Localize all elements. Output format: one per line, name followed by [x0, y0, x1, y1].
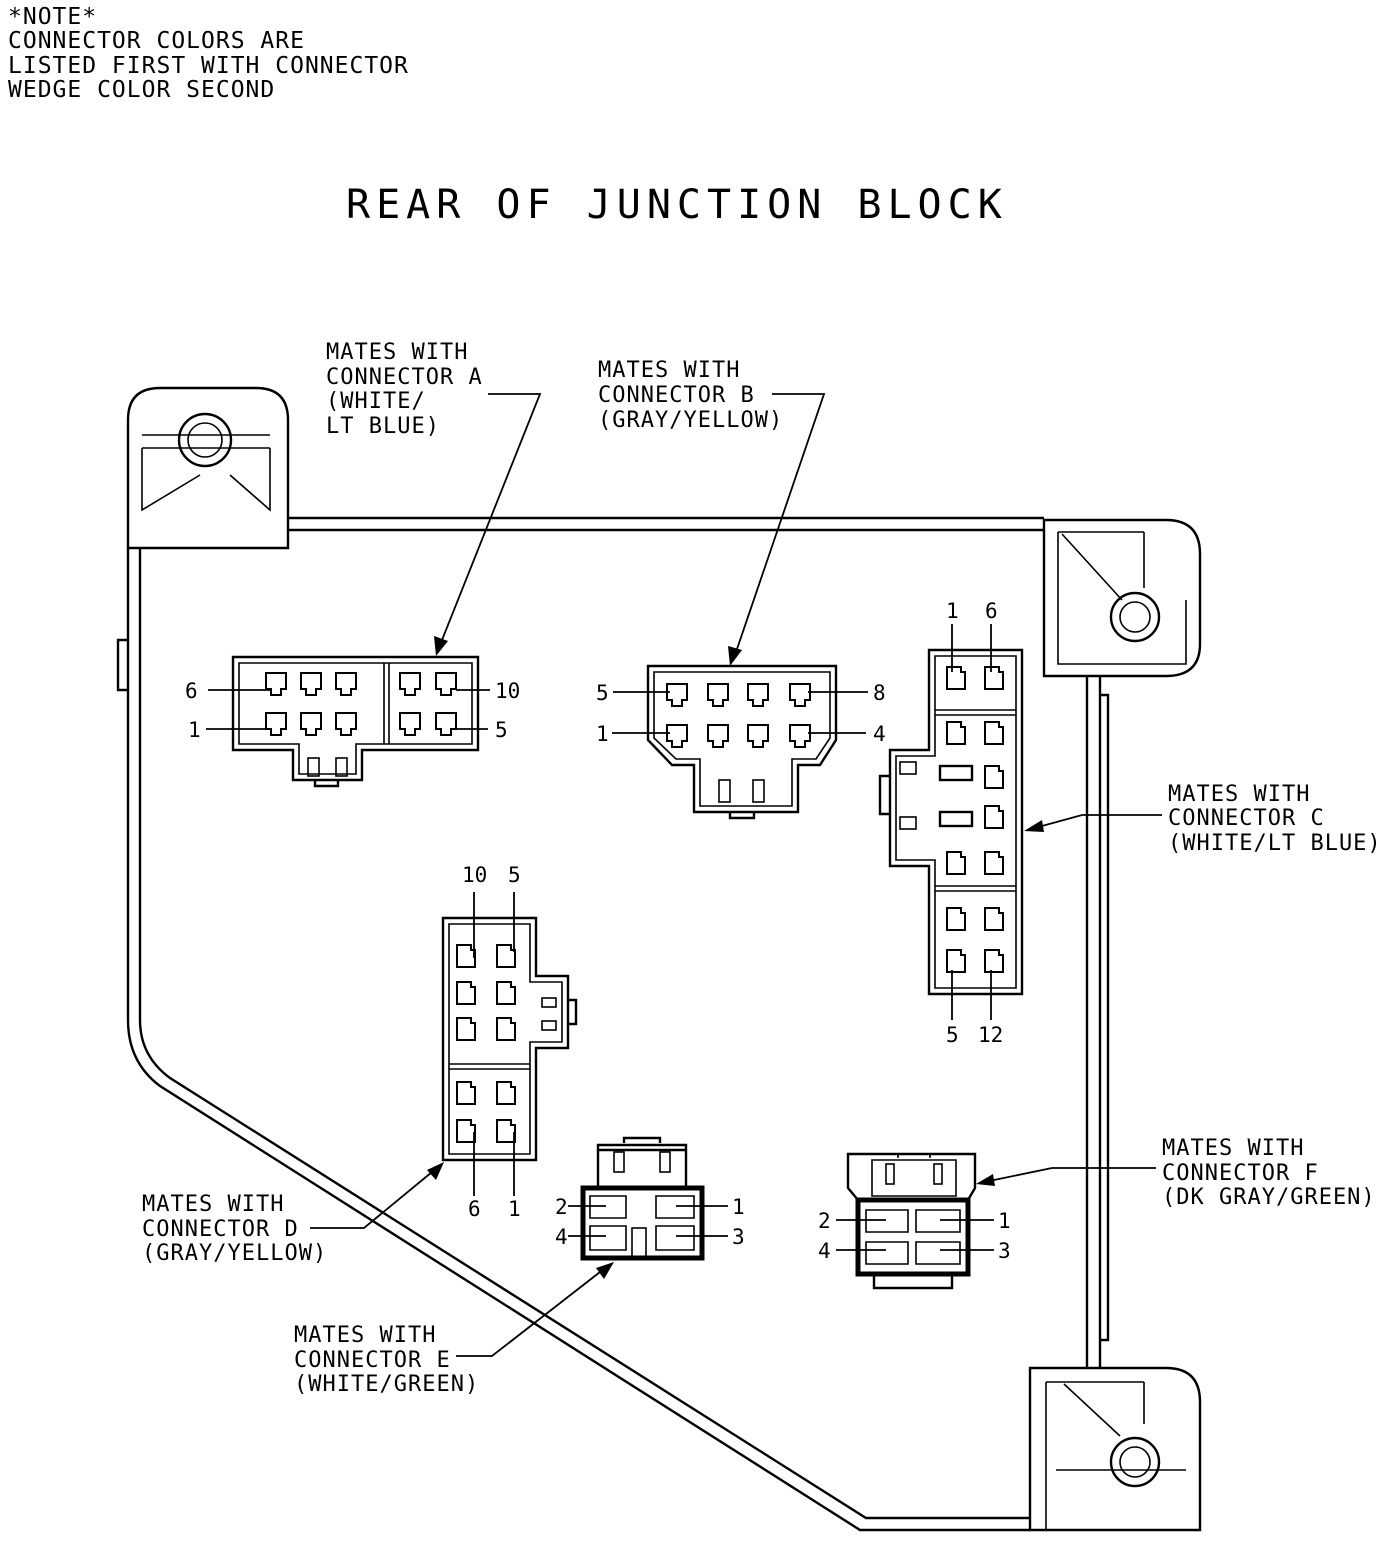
callout-connector-f: MATES WITH CONNECTOR F (DK GRAY/GREEN): [976, 1136, 1376, 1210]
callout-c-line-3: (WHITE/LT BLUE): [1168, 831, 1382, 856]
callout-d-line-3: (GRAY/YELLOW): [142, 1241, 327, 1266]
note-line-2: CONNECTOR COLORS ARE: [8, 28, 305, 54]
callout-connector-d: MATES WITH CONNECTOR D (GRAY/YELLOW): [142, 1162, 444, 1266]
callout-connector-e: MATES WITH CONNECTOR E (WHITE/GREEN): [294, 1262, 614, 1397]
connector-f-pin-1: 1: [998, 1209, 1011, 1233]
connector-a-pin-6: 6: [185, 679, 198, 703]
connector-b-pin-8: 8: [873, 681, 886, 705]
connector-e-pin-2: 2: [555, 1195, 568, 1219]
connector-f-pin-2: 2: [818, 1209, 831, 1233]
mounting-ear-top-left: [126, 386, 290, 550]
callout-a-line-3: (WHITE/: [326, 389, 426, 414]
connector-c-pin-1: 1: [946, 599, 959, 623]
connector-a-pin-10: 10: [495, 679, 520, 703]
connector-a-housing: [206, 655, 490, 788]
callout-b-line-2: CONNECTOR B: [598, 383, 755, 408]
callout-d-line-1: MATES WITH: [142, 1192, 284, 1217]
connector-d-housing: [441, 892, 578, 1196]
callout-f-line-2: CONNECTOR F: [1162, 1161, 1319, 1186]
connector-d-pin-5: 5: [508, 863, 521, 887]
connector-f-pin-3: 3: [998, 1239, 1011, 1263]
note-line-4: WEDGE COLOR SECOND: [8, 77, 275, 103]
callout-c-line-2: CONNECTOR C: [1168, 806, 1325, 831]
connector-c-pin-5: 5: [946, 1023, 959, 1047]
callout-e-line-1: MATES WITH: [294, 1323, 436, 1348]
callout-e-line-2: CONNECTOR E: [294, 1348, 451, 1373]
connector-e-pin-1: 1: [732, 1195, 745, 1219]
callout-b-line-1: MATES WITH: [598, 358, 740, 383]
note-line-1: *NOTE*: [8, 4, 97, 30]
callout-f-line-3: (DK GRAY/GREEN): [1162, 1185, 1376, 1210]
callout-a-line-1: MATES WITH: [326, 340, 468, 365]
connector-b-pin-4: 4: [873, 722, 886, 746]
diagram-title: REAR OF JUNCTION BLOCK: [346, 182, 1008, 228]
connector-d-pin-6: 6: [468, 1197, 481, 1221]
callout-a-line-4: LT BLUE): [326, 414, 440, 439]
mounting-ear-bottom-right: [1028, 1366, 1202, 1532]
callout-f-line-1: MATES WITH: [1162, 1136, 1304, 1161]
connector-a-pin-5: 5: [495, 718, 508, 742]
callout-e-line-3: (WHITE/GREEN): [294, 1372, 479, 1397]
mounting-ear-top-right: [1042, 518, 1202, 678]
connector-e-pin-3: 3: [732, 1225, 745, 1249]
connector-a-pin-1: 1: [188, 718, 201, 742]
connector-b-pin-1: 1: [596, 722, 609, 746]
connector-f-pin-4: 4: [818, 1239, 831, 1263]
connector-e-housing: [568, 1136, 728, 1261]
note-line-3: LISTED FIRST WITH CONNECTOR: [8, 53, 409, 79]
connector-c-pin-12: 12: [978, 1023, 1003, 1047]
callout-a-line-2: CONNECTOR A: [326, 365, 483, 390]
callout-connector-b: MATES WITH CONNECTOR B (GRAY/YELLOW): [598, 358, 826, 666]
connector-b-pin-5: 5: [596, 681, 609, 705]
connector-d-pin-10: 10: [462, 863, 487, 887]
connector-c-housing: [878, 624, 1024, 1020]
connector-f-housing: [836, 1152, 994, 1290]
callout-d-line-2: CONNECTOR D: [142, 1217, 299, 1242]
callout-connector-c: MATES WITH CONNECTOR C (WHITE/LT BLUE): [1024, 782, 1382, 856]
connector-d-pin-1: 1: [508, 1197, 521, 1221]
connector-c-pin-6: 6: [985, 599, 998, 623]
callout-c-line-1: MATES WITH: [1168, 782, 1310, 807]
connector-e-pin-4: 4: [555, 1225, 568, 1249]
junction-block-outline: [116, 516, 1110, 1532]
callout-b-line-3: (GRAY/YELLOW): [598, 408, 783, 433]
connector-b-housing: [612, 664, 868, 820]
note-block: *NOTE* CONNECTOR COLORS ARE LISTED FIRST…: [8, 4, 409, 103]
callout-connector-a: MATES WITH CONNECTOR A (WHITE/ LT BLUE): [326, 340, 542, 656]
